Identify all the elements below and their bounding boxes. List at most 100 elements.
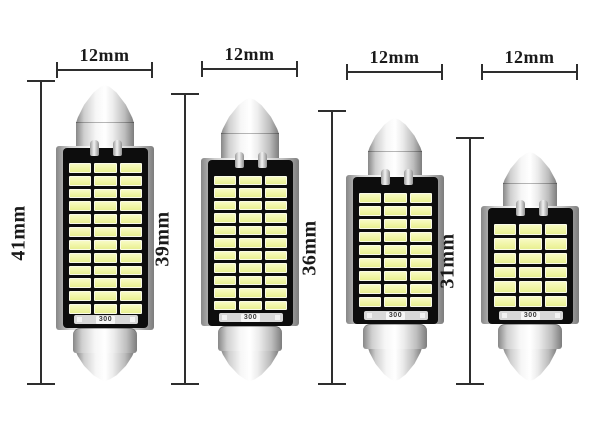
led-pcb: 300: [208, 160, 293, 326]
dimension-tick: [456, 137, 484, 139]
led-chip: [239, 275, 262, 286]
led-chip: [69, 188, 92, 199]
led-chip: [119, 214, 142, 225]
bulb-bottom-cone: [503, 348, 557, 381]
led-chip: [69, 227, 92, 237]
height-label: 41mm: [7, 204, 30, 261]
led-grid: [359, 193, 432, 307]
led-chip: [119, 304, 142, 314]
dimension-tick: [318, 383, 346, 385]
dimension-tick: [201, 61, 203, 77]
led-chip: [359, 258, 382, 268]
led-chip: [409, 284, 432, 294]
height-label: 36mm: [298, 219, 321, 276]
led-chip: [69, 252, 92, 263]
led-chip: [119, 239, 142, 250]
led-chip: [359, 232, 382, 242]
width-label: 12mm: [504, 47, 555, 67]
led-chip: [214, 275, 237, 286]
led-chip: [359, 297, 382, 307]
led-chip: [264, 250, 287, 261]
dimension-tick: [576, 64, 578, 80]
led-chip: [69, 291, 92, 302]
led-chip: [519, 238, 542, 250]
led-chip: [494, 238, 517, 250]
led-chip: [94, 265, 117, 276]
contact-pin: [539, 200, 548, 216]
width-dimension-line: 12mm: [201, 44, 298, 77]
led-chip: [384, 193, 407, 203]
led-chip: [69, 163, 92, 173]
led-chip: [239, 300, 262, 310]
bulb-top-cone: [503, 152, 557, 184]
led-chip: [359, 219, 382, 229]
led-chip: [409, 193, 432, 203]
height-dimension-line: 36mm: [299, 110, 346, 385]
height-label: 39mm: [151, 211, 174, 267]
led-chip: [214, 225, 237, 236]
led-chip: [384, 297, 407, 307]
led-grid: [494, 224, 567, 307]
led-chip: [214, 188, 237, 198]
led-chip: [384, 284, 407, 294]
led-chip: [94, 175, 117, 186]
led-chip: [94, 188, 117, 199]
pcb-marking-strip: 300: [363, 311, 428, 320]
led-chip: [119, 278, 142, 289]
dimension-tick: [441, 64, 443, 80]
led-chip: [94, 252, 117, 263]
led-chip: [239, 238, 262, 248]
led-chip: [359, 271, 382, 281]
bulb-top-barrel: [503, 183, 557, 210]
width-dimension-line: 12mm: [481, 47, 578, 80]
led-chip: [69, 278, 92, 289]
led-chip: [384, 271, 407, 281]
led-chip: [264, 275, 287, 286]
dimension-tick: [27, 80, 55, 82]
led-chip: [544, 238, 567, 250]
led-chip: [69, 214, 92, 225]
led-chip: [69, 175, 92, 186]
dimension-tick: [346, 64, 348, 80]
height-dimension-line: 39mm: [152, 93, 199, 385]
pcb-marking: 300: [385, 311, 406, 320]
bulb-bottom-barrel: [218, 326, 282, 351]
bulb-top-cone: [221, 98, 279, 134]
dimension-tick: [456, 383, 484, 385]
led-chip: [239, 200, 262, 211]
led-chip: [264, 188, 287, 198]
pcb-marking: 300: [240, 313, 261, 322]
led-chip: [409, 219, 432, 229]
led-chip: [409, 232, 432, 242]
bulb-bottom-cone: [76, 352, 134, 381]
bulb-top-cone: [76, 85, 134, 123]
led-chip: [409, 271, 432, 281]
led-chip: [94, 163, 117, 173]
dimension-tick: [296, 61, 298, 77]
width-dimension-line: 12mm: [346, 47, 443, 80]
bulb-bottom-cone: [368, 348, 422, 381]
led-chip: [214, 250, 237, 261]
led-chip: [119, 175, 142, 186]
led-chip: [264, 225, 287, 236]
led-chip: [409, 297, 432, 307]
width-label: 12mm: [79, 45, 130, 65]
led-chip: [359, 284, 382, 294]
led-grid: [69, 163, 142, 314]
led-chip: [519, 281, 542, 293]
led-chip: [119, 291, 142, 302]
led-chip: [544, 281, 567, 293]
led-chip: [119, 227, 142, 237]
led-chip: [119, 201, 142, 212]
dimension-tick: [151, 62, 153, 78]
led-chip: [94, 278, 117, 289]
led-chip: [94, 239, 117, 250]
led-chip: [214, 176, 237, 186]
height-dimension-line: 31mm: [437, 137, 484, 385]
led-chip: [214, 300, 237, 310]
led-chip: [214, 213, 237, 223]
led-chip: [94, 291, 117, 302]
led-chip: [239, 225, 262, 236]
led-chip: [519, 295, 542, 307]
